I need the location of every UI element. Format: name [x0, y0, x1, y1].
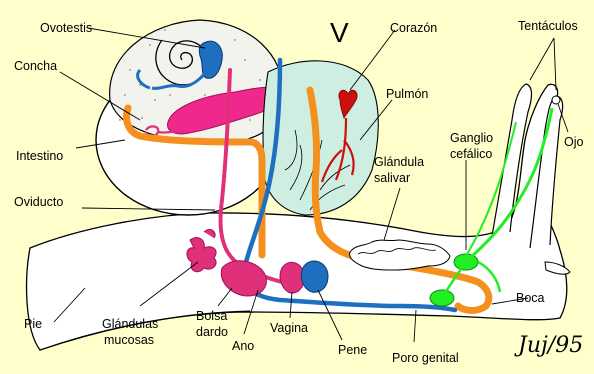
label-pene: Pene — [338, 343, 367, 357]
penis-organ — [301, 261, 328, 292]
leader-corazon — [350, 30, 395, 90]
vagina-organ — [280, 262, 304, 293]
label-dardo: dardo — [196, 325, 228, 339]
label-glandulas-1: Glándulas — [102, 317, 158, 331]
label-oviducto: Oviducto — [14, 195, 63, 209]
leader-tentaculos-b — [554, 38, 556, 90]
author-signature: Juj/95 — [514, 333, 583, 358]
label-ganglio-1: Ganglio — [450, 131, 493, 145]
label-salivar: salivar — [374, 171, 410, 185]
label-ganglio-2: cefálico — [450, 147, 492, 161]
label-tentaculos: Tentáculos — [518, 19, 578, 33]
label-glandulas-2: mucosas — [104, 333, 154, 347]
label-concha: Concha — [14, 59, 57, 73]
label-vagina: Vagina — [270, 321, 308, 335]
label-ano: Ano — [232, 339, 254, 353]
label-pulmon: Pulmón — [386, 87, 428, 101]
label-corazon: Corazón — [390, 21, 437, 35]
top-letter: V — [330, 17, 349, 48]
label-intestino: Intestino — [16, 149, 63, 163]
label-ovotestis: Ovotestis — [40, 21, 92, 35]
label-poro-genital: Poro genital — [392, 351, 459, 365]
label-bolsa: Bolsa — [196, 309, 227, 323]
salivary-gland — [350, 240, 450, 270]
label-pie: Pie — [24, 317, 42, 331]
leader-tentaculos-a — [530, 38, 554, 80]
eye-icon — [552, 96, 560, 104]
label-boca: Boca — [516, 291, 545, 305]
label-glandula: Glándula — [374, 155, 424, 169]
label-ojo: Ojo — [564, 135, 584, 149]
